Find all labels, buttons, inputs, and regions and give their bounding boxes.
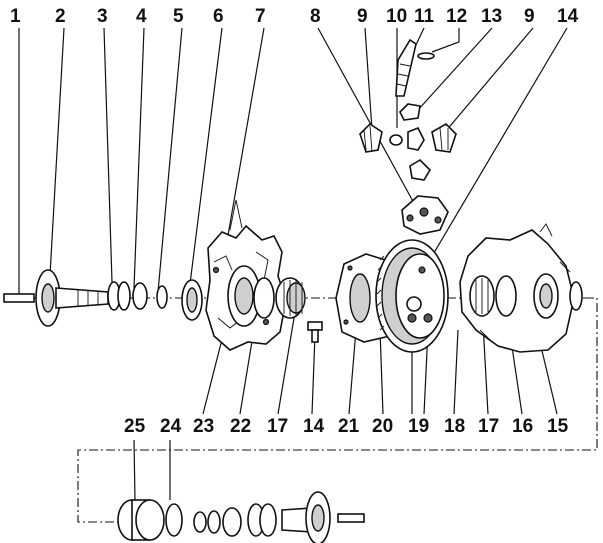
label-22: 22 (230, 416, 251, 437)
leader-7 (221, 27, 265, 271)
label-23: 23 (193, 416, 214, 437)
leader-17 (277, 311, 296, 415)
pin-12 (417, 52, 435, 60)
label-19: 19 (408, 416, 429, 437)
race-16 (495, 275, 517, 317)
housing-right-flange (569, 281, 583, 311)
inset-labels: 25 24 (124, 416, 182, 437)
label-13: 13 (481, 6, 502, 27)
bearing-right (469, 273, 559, 319)
washer-10 (389, 134, 403, 146)
label-8: 8 (310, 6, 321, 27)
bearing-left (253, 277, 306, 319)
label-24: 24 (160, 416, 182, 437)
ring-24 (165, 503, 183, 537)
shaft (55, 287, 109, 309)
planet-gear (409, 158, 432, 181)
leader-2 (49, 27, 65, 276)
bottom-labels: 23 22 17 14 21 20 19 18 17 16 15 (193, 416, 569, 437)
leader-5 (157, 27, 183, 293)
label-14: 14 (557, 6, 579, 27)
gear-body (395, 253, 445, 339)
bolt-1 (3, 293, 35, 303)
bolt-head (307, 321, 323, 331)
housing-left-7 (205, 199, 287, 351)
leader-6 (189, 27, 223, 285)
label-5: 5 (173, 6, 184, 27)
label-12: 12 (446, 6, 467, 27)
leader-4 (133, 27, 145, 289)
housing-right (459, 223, 583, 353)
pin-11 (395, 38, 417, 97)
label-16: 16 (512, 416, 533, 437)
label-15: 15 (547, 416, 569, 437)
label-18: 18 (444, 416, 465, 437)
inset-parts (117, 491, 365, 543)
label-4: 4 (136, 6, 147, 27)
leader-21 (348, 329, 357, 415)
ring-3b (117, 281, 131, 311)
label-6: 6 (213, 6, 224, 27)
label-9: 9 (357, 6, 368, 27)
side-gear-9b (431, 123, 457, 153)
leader-8 (317, 27, 416, 206)
label-25: 25 (124, 416, 146, 437)
label-11: 11 (414, 6, 435, 27)
small-gear (407, 126, 425, 151)
label-17b: 17 (478, 416, 499, 437)
label-10: 10 (386, 6, 407, 27)
label-20: 20 (372, 416, 393, 437)
leader-14 (424, 27, 568, 269)
top-labels: 1 2 3 4 5 6 7 8 9 10 11 12 13 9 14 (10, 6, 579, 27)
leader-20 (379, 329, 384, 415)
label-14b: 14 (303, 416, 325, 437)
label-3: 3 (97, 6, 108, 27)
inset-bolt (337, 513, 365, 523)
label-17: 17 (267, 416, 288, 437)
label-21: 21 (338, 416, 360, 437)
label-2: 2 (55, 6, 66, 27)
label-7: 7 (255, 6, 266, 27)
circlip-5 (156, 285, 168, 309)
leader-14b (311, 334, 316, 415)
leader-9b (444, 27, 534, 133)
leader-13 (417, 27, 493, 111)
gear-13 (399, 103, 421, 121)
bolt-14 (307, 321, 323, 343)
drive-flange-shaft (3, 269, 109, 327)
label-9b: 9 (524, 6, 535, 27)
leader-12 (431, 28, 460, 53)
ring-small (193, 511, 207, 533)
rings-3-4-5 (107, 281, 168, 311)
crown-wheel-20 (375, 239, 449, 353)
leader-18 (453, 329, 459, 415)
housing-right-body (459, 229, 575, 353)
leader-3 (103, 27, 113, 283)
pinion-shaft-hole (406, 296, 422, 312)
inset-connector (77, 297, 598, 523)
label-1: 1 (10, 6, 21, 27)
leader-9 (364, 27, 373, 131)
seal-6 (181, 279, 203, 321)
race-22 (253, 277, 275, 319)
spider-gears (359, 38, 457, 235)
ring-4 (132, 282, 148, 310)
flange-hub (41, 283, 55, 313)
leader-25 (133, 439, 136, 501)
ring-mid (222, 507, 242, 537)
